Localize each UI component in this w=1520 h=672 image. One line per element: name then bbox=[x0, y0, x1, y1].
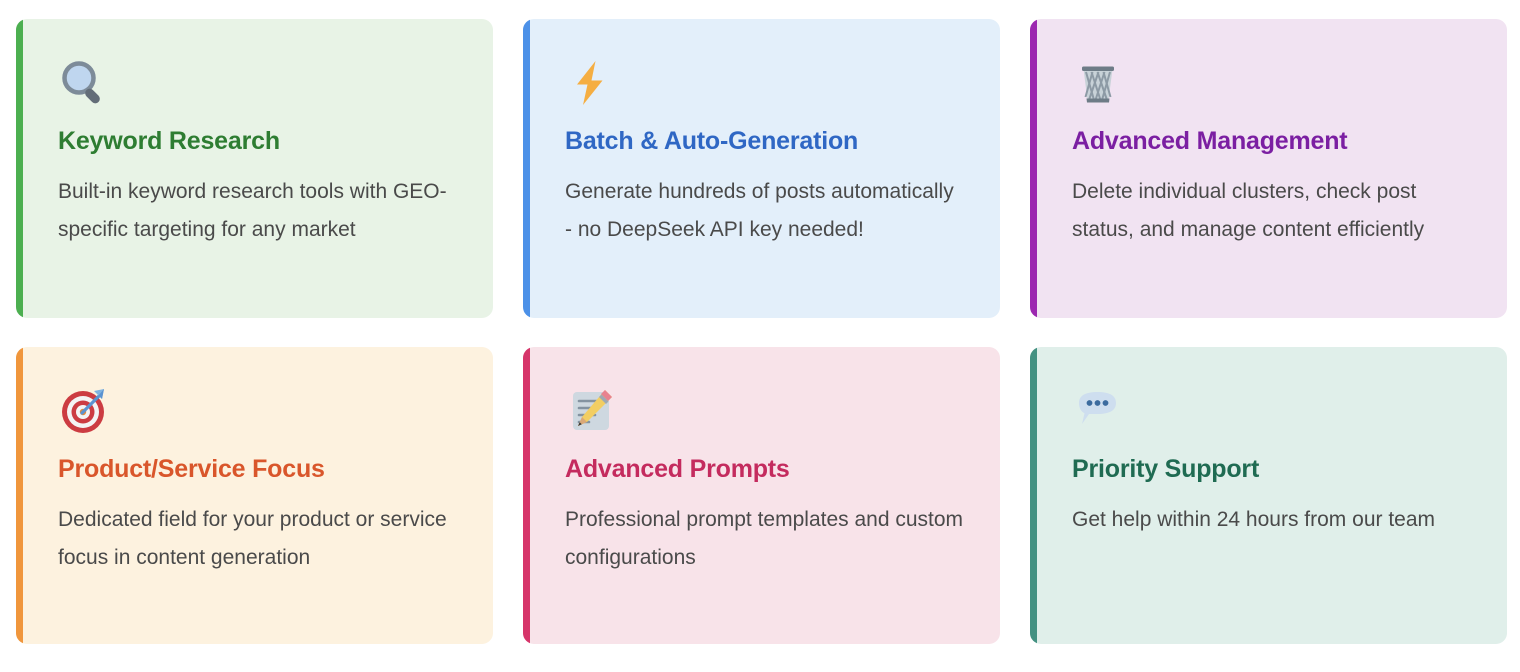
card-accent-bar bbox=[1030, 19, 1037, 318]
card-description: Get help within 24 hours from our team bbox=[1072, 507, 1436, 531]
card-description: Built-in keyword research tools with GEO… bbox=[58, 179, 447, 242]
memo-pencil-icon bbox=[565, 385, 617, 437]
feature-card-batch-auto-generation[interactable]: Batch & Auto-Generation Generate hundred… bbox=[523, 19, 1000, 318]
card-description: Professional prompt templates and custom… bbox=[565, 507, 964, 570]
card-accent-bar bbox=[1030, 347, 1037, 644]
card-description: Generate hundreds of posts automatically… bbox=[565, 179, 954, 242]
card-accent-bar bbox=[16, 19, 23, 318]
card-title: Advanced Management bbox=[1072, 127, 1348, 155]
feature-card-priority-support[interactable]: Priority Support Get help within 24 hour… bbox=[1030, 347, 1507, 644]
card-description: Delete individual clusters, check post s… bbox=[1072, 179, 1425, 242]
feature-card-grid: Keyword Research Built-in keyword resear… bbox=[16, 19, 1507, 644]
card-accent-bar bbox=[523, 19, 530, 318]
feature-card-product-service-focus[interactable]: Product/Service Focus Dedicated field fo… bbox=[16, 347, 493, 644]
wastebasket-icon bbox=[1072, 57, 1124, 109]
card-title: Product/Service Focus bbox=[58, 455, 325, 483]
speech-balloon-icon bbox=[1072, 385, 1124, 437]
feature-card-advanced-management[interactable]: Advanced Management Delete individual cl… bbox=[1030, 19, 1507, 318]
card-accent-bar bbox=[16, 347, 23, 644]
lightning-bolt-icon bbox=[565, 57, 617, 109]
dart-target-icon bbox=[58, 385, 110, 437]
feature-card-advanced-prompts[interactable]: Advanced Prompts Professional prompt tem… bbox=[523, 347, 1000, 644]
feature-card-keyword-research[interactable]: Keyword Research Built-in keyword resear… bbox=[16, 19, 493, 318]
card-accent-bar bbox=[523, 347, 530, 644]
card-description: Dedicated field for your product or serv… bbox=[58, 507, 447, 570]
card-title: Advanced Prompts bbox=[565, 455, 790, 483]
magnifying-glass-icon bbox=[58, 57, 110, 109]
card-title: Batch & Auto-Generation bbox=[565, 127, 859, 155]
card-title: Keyword Research bbox=[58, 127, 280, 155]
card-title: Priority Support bbox=[1072, 455, 1260, 483]
